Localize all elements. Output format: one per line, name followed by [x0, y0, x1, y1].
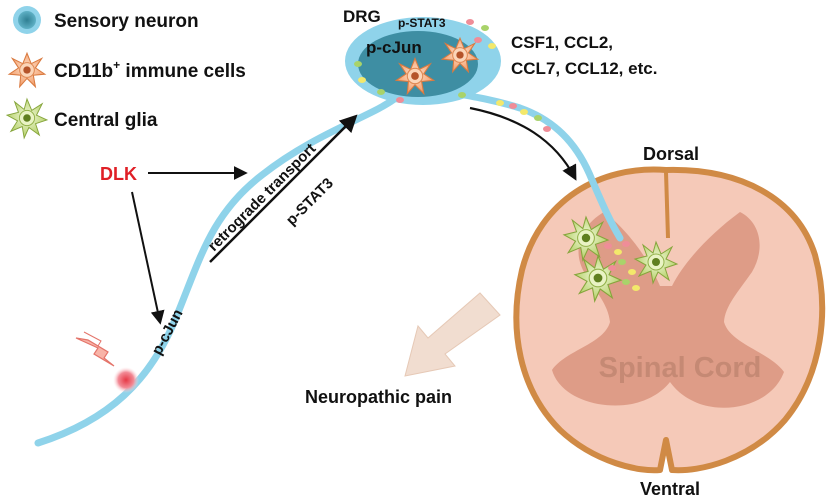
axon-pstat3-label: p-STAT3	[283, 175, 337, 229]
legend-sensory-neuron-label: Sensory neuron	[54, 11, 199, 32]
neuropathic-pain-arrow	[404, 292, 501, 377]
dorsal-horn-glia	[563, 216, 678, 302]
drg-ganglion: DRG p-STAT3 p-cJun	[343, 7, 551, 132]
legend-central-glia-label: Central glia	[54, 110, 158, 131]
nerve-injury-site	[75, 331, 139, 393]
spinal-cord: Spinal Cord	[513, 166, 826, 474]
gray-matter	[552, 212, 784, 408]
drg-pstat3-label: p-STAT3	[398, 16, 446, 30]
legend-immune-cells-label: CD11b+ immune cells	[54, 58, 246, 82]
drg-label: DRG	[343, 7, 381, 26]
glia-cell-icon	[6, 98, 48, 139]
lightning-icon	[75, 331, 115, 367]
retrograde-transport-arrow	[209, 114, 358, 263]
legend: Sensory neuron CD11b+ immune cells Centr…	[6, 6, 246, 139]
cytokines-label-line2: CCL7, CCL12, etc.	[511, 59, 657, 78]
spinal-cord-dorsal-sulcus	[664, 171, 670, 239]
dorsal-label: Dorsal	[643, 144, 699, 164]
immune-cell-icon	[8, 52, 46, 88]
neuropathic-pain-label: Neuropathic pain	[305, 387, 452, 407]
drg-pcjun-label: p-cJun	[366, 38, 422, 57]
ventral-label: Ventral	[640, 479, 700, 499]
cytokine-dots-drg	[354, 19, 551, 132]
cytokines-label-line1: CSF1, CCL2,	[511, 33, 613, 52]
sensory-neuron-icon	[13, 6, 41, 34]
dlk-to-injury-arrow	[131, 191, 165, 325]
drg-to-cord-arrow	[469, 106, 577, 181]
dlk-label: DLK	[100, 164, 137, 184]
cytokine-dots-cord	[604, 241, 640, 291]
spinal-cord-label: Spinal Cord	[599, 352, 762, 384]
axon-pcjun-label: p-cJun	[149, 306, 187, 357]
